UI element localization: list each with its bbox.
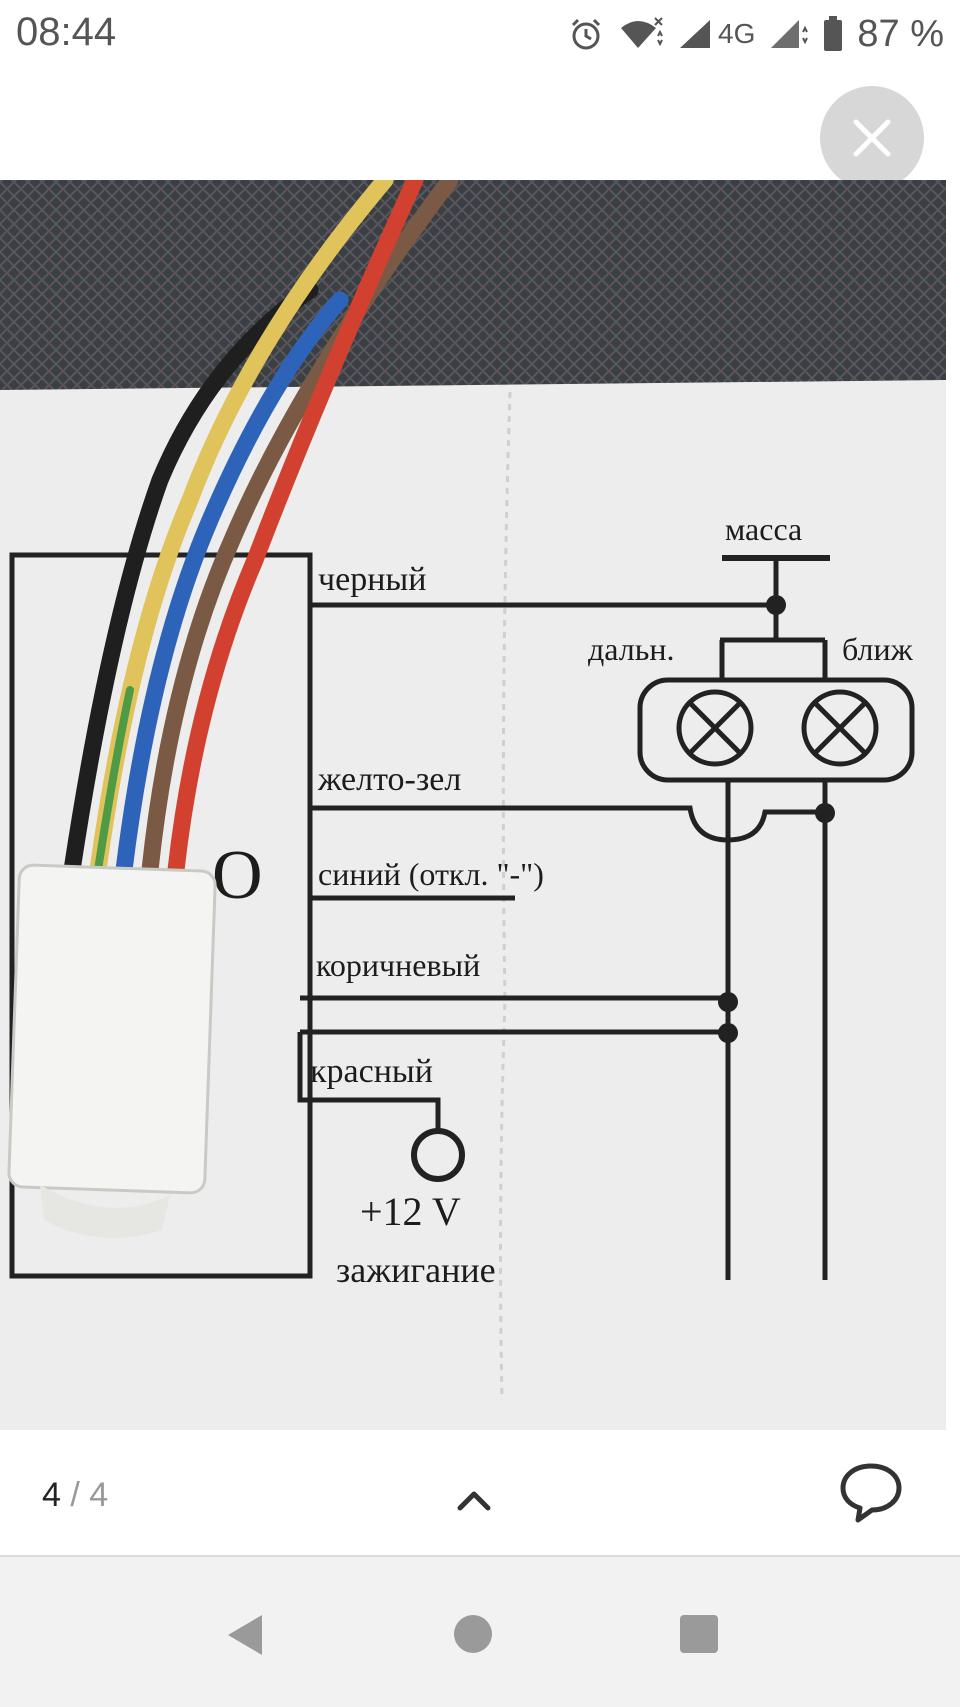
red-wire-line bbox=[297, 1032, 441, 1132]
label-blizh: ближ bbox=[842, 631, 914, 667]
wire-red bbox=[167, 180, 424, 879]
viewer-bottom-bar: 4 / 4 bbox=[0, 1430, 960, 1556]
lamp-low-beam bbox=[801, 689, 879, 767]
wire-bundle bbox=[63, 180, 459, 879]
paper-fold bbox=[499, 391, 512, 1401]
status-icons: 4G 87 % bbox=[568, 12, 944, 56]
signal-icon bbox=[771, 20, 809, 48]
image-counter-separator: / bbox=[70, 1476, 80, 1514]
home-button[interactable] bbox=[454, 1615, 492, 1653]
label-brown: коричневый bbox=[316, 947, 480, 983]
label-daln: дальн. bbox=[588, 631, 674, 667]
close-button[interactable] bbox=[820, 86, 924, 190]
brown-junction bbox=[718, 992, 738, 1012]
network-type: 4G bbox=[718, 18, 756, 49]
label-black: черный bbox=[318, 561, 426, 598]
label-12v: +12 V bbox=[360, 1189, 461, 1234]
label-ignition: зажигание bbox=[336, 1250, 496, 1290]
back-button[interactable] bbox=[224, 1613, 264, 1662]
alarm-icon bbox=[571, 18, 601, 50]
divider bbox=[0, 1555, 960, 1557]
paper-sheet bbox=[0, 380, 946, 1430]
battery-icon bbox=[824, 16, 843, 51]
label-yellow-green: желто-зел bbox=[317, 761, 461, 798]
close-icon bbox=[853, 119, 891, 157]
module-letter: O bbox=[212, 837, 263, 914]
yellow-green-wire-line bbox=[310, 805, 825, 843]
lamp-high-beam bbox=[676, 689, 754, 767]
image-counter: 4 / 4 bbox=[42, 1476, 108, 1515]
label-massa: масса bbox=[725, 511, 802, 547]
brown-junction-2 bbox=[718, 1023, 738, 1043]
label-blue: синий (откл. "-") bbox=[318, 856, 544, 892]
image-counter-total: 4 bbox=[89, 1476, 109, 1514]
status-time: 08:44 bbox=[16, 10, 117, 54]
photo-viewer-image[interactable]: масса дальн. ближ черный желто-зел синий… bbox=[0, 180, 946, 1430]
module-end-cap bbox=[40, 1185, 170, 1238]
chevron-up-icon bbox=[457, 1491, 491, 1511]
headlamp-housing bbox=[637, 677, 915, 783]
expand-button[interactable] bbox=[452, 1484, 496, 1514]
image-counter-current: 4 bbox=[42, 1476, 61, 1514]
comment-icon bbox=[840, 1463, 902, 1523]
wire-yellow-green-stripe bbox=[94, 686, 134, 874]
wifi-icon bbox=[621, 17, 663, 48]
comment-button[interactable] bbox=[838, 1460, 904, 1524]
wiring-diagram-photo: масса дальн. ближ черный желто-зел синий… bbox=[0, 180, 946, 1430]
white-module bbox=[7, 863, 217, 1195]
system-nav-bar bbox=[0, 1557, 960, 1707]
wire-blue bbox=[115, 291, 349, 879]
signal-icon bbox=[680, 20, 711, 48]
wire-black bbox=[63, 281, 319, 879]
ground-junction bbox=[766, 595, 786, 615]
label-red: красный bbox=[310, 1053, 433, 1090]
battery-percent: 87 % bbox=[857, 12, 944, 55]
low-beam-junction bbox=[815, 803, 835, 823]
back-triangle-icon bbox=[228, 1615, 262, 1655]
ignition-terminal bbox=[411, 1128, 465, 1182]
recents-button[interactable] bbox=[680, 1615, 718, 1653]
status-bar: 08:44 4G 87 % bbox=[0, 0, 960, 66]
